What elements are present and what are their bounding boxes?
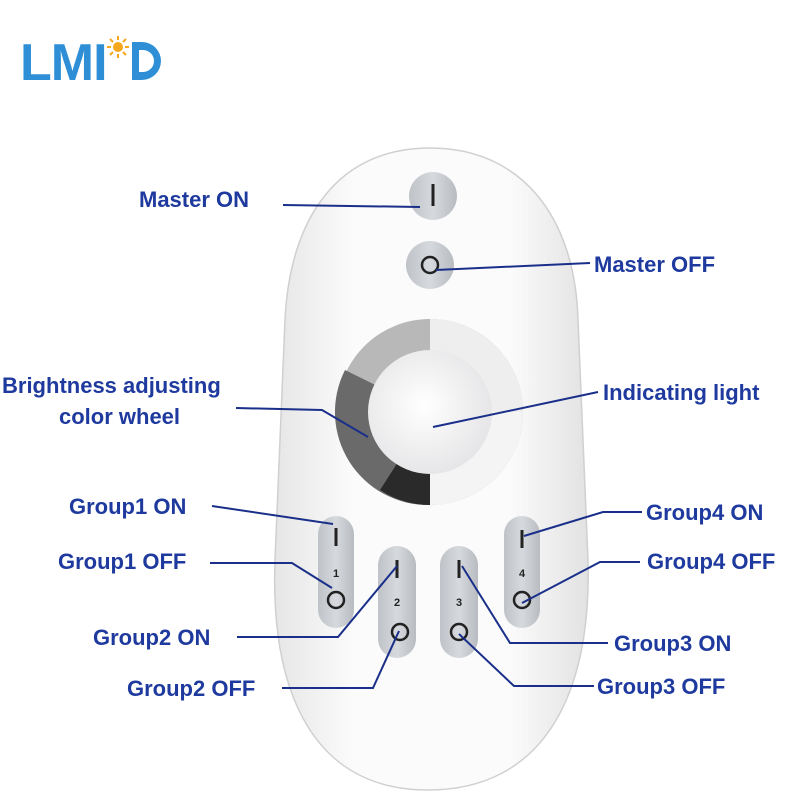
indicator-light	[368, 350, 492, 474]
label-group1-on: Group1 ON	[69, 496, 186, 518]
label-master-on: Master ON	[139, 189, 249, 211]
master-off-button[interactable]	[406, 241, 454, 289]
label-brightness-line1: Brightness adjusting	[2, 375, 221, 397]
label-group2-on: Group2 ON	[93, 627, 210, 649]
label-group1-off: Group1 OFF	[58, 551, 186, 573]
group3-button[interactable]: 3	[440, 546, 478, 658]
label-group4-on: Group4 ON	[646, 502, 763, 524]
label-group3-off: Group3 OFF	[597, 676, 725, 698]
master-on-button[interactable]	[409, 172, 457, 220]
label-brightness-line2: color wheel	[59, 406, 180, 428]
group2-button[interactable]: 2	[378, 546, 416, 658]
label-group4-off: Group4 OFF	[647, 551, 775, 573]
group1-button[interactable]: 1	[318, 516, 354, 628]
label-group3-on: Group3 ON	[614, 633, 731, 655]
label-group2-off: Group2 OFF	[127, 678, 255, 700]
group3-number: 3	[456, 597, 462, 609]
group1-number: 1	[333, 568, 339, 580]
label-master-off: Master OFF	[594, 254, 715, 276]
label-indicating-light: Indicating light	[603, 382, 759, 404]
group4-number: 4	[519, 568, 526, 580]
group2-number: 2	[394, 597, 400, 609]
